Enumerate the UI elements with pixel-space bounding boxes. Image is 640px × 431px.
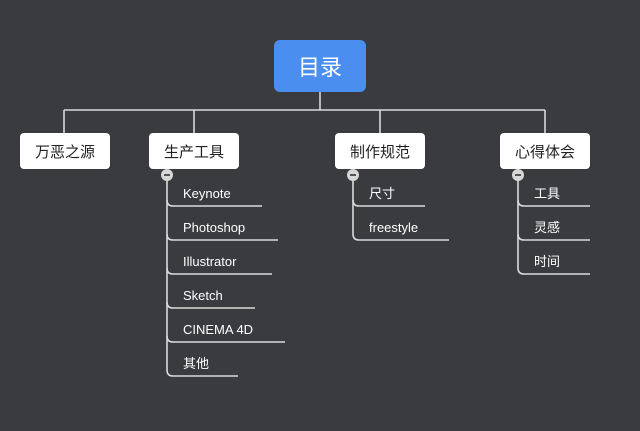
leaf-illustrator[interactable]: Illustrator	[183, 254, 237, 269]
leaf-inspiration[interactable]: 灵感	[534, 220, 561, 235]
root-label: 目录	[297, 56, 342, 81]
leaf-line-spec-spine	[352, 175, 360, 241]
leaf-freestyle[interactable]: freestyle	[369, 220, 419, 235]
leaf-tool[interactable]: 工具	[534, 186, 561, 201]
leaf-line-inspiration	[517, 233, 590, 241]
leaf-size[interactable]: 尺寸	[369, 186, 396, 201]
leaf-line-tool	[517, 199, 590, 207]
minus-circle-icon[interactable]	[161, 169, 173, 181]
leaf-line-tools-spine	[166, 175, 174, 377]
minus-circle-icon[interactable]	[512, 169, 524, 181]
leaf-line-notes-spine	[517, 175, 525, 275]
leaf-time[interactable]: 时间	[534, 254, 561, 269]
branch-label: 制作规范	[349, 142, 410, 161]
branch-label: 生产工具	[163, 142, 224, 161]
branch-node-1[interactable]: 万恶之源	[20, 133, 110, 169]
leaf-photoshop[interactable]: Photoshop	[183, 220, 246, 235]
leaf-line-keynote	[166, 199, 262, 207]
branch-label: 万恶之源	[34, 142, 95, 161]
branch-node-4[interactable]: 心得体会	[500, 133, 590, 169]
leaf-line-illustrator	[166, 267, 272, 275]
leaf-line-photoshop	[166, 233, 278, 241]
branch-node-3[interactable]: 制作规范	[335, 133, 425, 169]
leaf-line-cinema	[166, 335, 285, 343]
leaf-line-size	[352, 199, 425, 207]
leaf-keynote[interactable]: Keynote	[183, 186, 231, 201]
root-node[interactable]: 目录	[274, 40, 366, 92]
branch-label: 心得体会	[514, 142, 575, 161]
leaf-other[interactable]: 其他	[183, 356, 210, 371]
leaf-sketch[interactable]: Sketch	[183, 288, 223, 303]
minus-circle-icon[interactable]	[347, 169, 359, 181]
branch-node-2[interactable]: 生产工具	[149, 133, 239, 169]
leaf-line-sketch	[166, 301, 255, 309]
leaf-cinema-4d[interactable]: CINEMA 4D	[183, 322, 254, 337]
